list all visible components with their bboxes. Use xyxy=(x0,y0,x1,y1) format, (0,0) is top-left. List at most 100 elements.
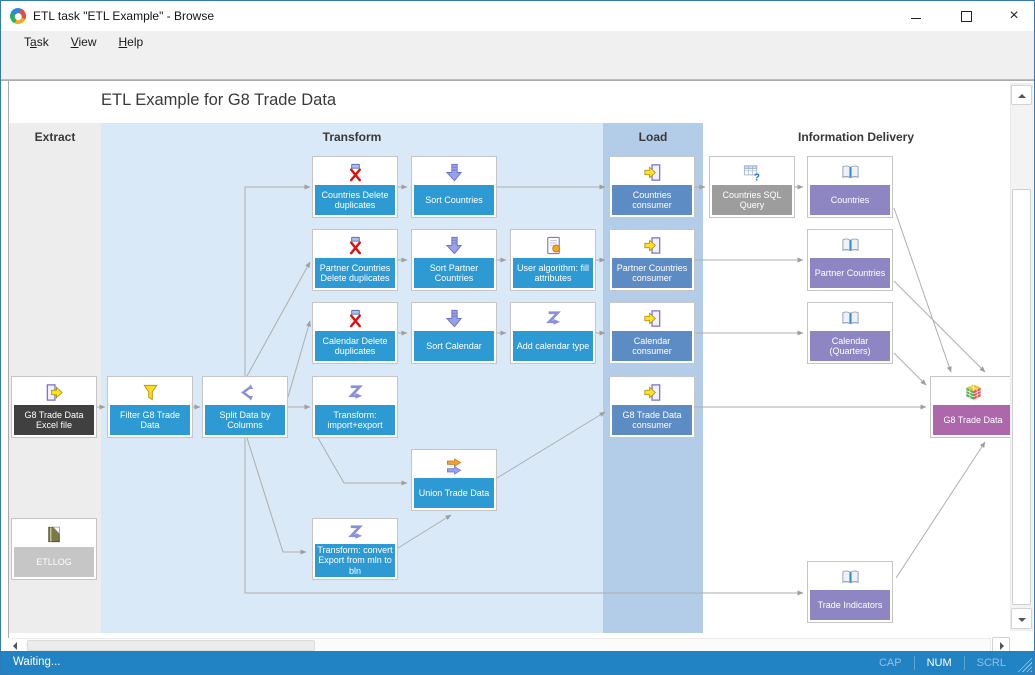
node-label-calendar-consumer: Calendar consumer xyxy=(612,331,692,361)
node-label-add-calendar-type: Add calendar type xyxy=(513,331,593,361)
indicator-scrl: SCRL xyxy=(976,656,1006,669)
resize-grip-icon[interactable] xyxy=(1017,657,1032,672)
union-icon xyxy=(414,452,494,478)
node-add-calendar-type[interactable]: Add calendar type xyxy=(510,302,596,364)
column-header-extract: Extract xyxy=(34,130,76,144)
vertical-scrollbar-thumb[interactable] xyxy=(1012,189,1031,605)
status-text: Waiting... xyxy=(13,656,61,668)
node-g8-trade-data[interactable]: G8 Trade Data xyxy=(930,376,1016,438)
indicator-num: NUM xyxy=(926,656,952,669)
node-label-split-data-by-columns: Split Data by Columns xyxy=(205,405,285,435)
canvas-border-top xyxy=(1,80,1034,81)
split-icon xyxy=(205,379,285,405)
sql-query-icon: ? xyxy=(712,159,792,185)
title-bar: ETL task "ETL Example" - Browse xyxy=(1,1,1034,31)
node-countries-delete-duplicates[interactable]: Countries Delete duplicates xyxy=(312,156,398,218)
book-icon xyxy=(810,305,890,331)
delete-duplicates-icon xyxy=(315,305,395,331)
node-label-g8-trade-data: G8 Trade Data xyxy=(933,405,1013,435)
node-label-g8-trade-data-excel-file: G8 Trade Data Excel file xyxy=(14,405,94,435)
transform-icon xyxy=(315,521,395,544)
cube-icon xyxy=(933,379,1013,405)
log-icon xyxy=(14,521,94,547)
node-label-partner-countries: Partner Countries xyxy=(810,258,890,288)
node-sort-calendar[interactable]: Sort Calendar xyxy=(411,302,497,364)
delete-duplicates-icon xyxy=(315,232,395,258)
node-label-trade-indicators: Trade Indicators xyxy=(810,590,890,620)
node-countries-sql-query[interactable]: ? Countries SQL Query xyxy=(709,156,795,218)
node-g8-trade-data-excel-file[interactable]: G8 Trade Data Excel file xyxy=(11,376,97,438)
user-algorithm-icon xyxy=(513,232,593,258)
node-split-data-by-columns[interactable]: Split Data by Columns xyxy=(202,376,288,438)
import-door-icon xyxy=(612,159,692,185)
app-icon xyxy=(7,5,29,27)
node-label-countries-consumer: Countries consumer xyxy=(612,185,692,215)
canvas-border-left xyxy=(8,81,9,638)
node-partner-countries-delete-duplicates[interactable]: Partner Countries Delete duplicates xyxy=(312,229,398,291)
svg-text:?: ? xyxy=(753,172,759,182)
sort-icon xyxy=(414,232,494,258)
node-label-sort-countries: Sort Countries xyxy=(414,185,494,215)
node-countries-consumer[interactable]: Countries consumer xyxy=(609,156,695,218)
horizontal-scrollbar-thumb[interactable] xyxy=(27,640,315,651)
diagram-title: ETL Example for G8 Trade Data xyxy=(101,91,337,109)
scroll-left-button[interactable] xyxy=(9,639,25,652)
column-header-load: Load xyxy=(638,130,668,144)
indicator-cap: CAP xyxy=(878,656,902,669)
minimize-button-icon[interactable] xyxy=(893,1,939,31)
book-icon xyxy=(810,159,890,185)
maximize-button-icon[interactable] xyxy=(943,1,989,31)
sort-icon xyxy=(414,159,494,185)
import-door-icon xyxy=(612,305,692,331)
node-label-sort-partner-countries: Sort Partner Countries xyxy=(414,258,494,288)
column-header-transform: Transform xyxy=(322,130,382,144)
node-partner-countries[interactable]: Partner Countries xyxy=(807,229,893,291)
node-calendar-consumer[interactable]: Calendar consumer xyxy=(609,302,695,364)
node-partner-countries-consumer[interactable]: Partner Countries consumer xyxy=(609,229,695,291)
scroll-down-button[interactable] xyxy=(1011,608,1032,629)
node-calendar-quarters[interactable]: Calendar (Quarters) xyxy=(807,302,893,364)
node-label-transform-convert-export: Transform: convert Export from mln to bl… xyxy=(315,543,395,577)
delete-duplicates-icon xyxy=(315,159,395,185)
node-label-transform-import-export: Transform: import+export xyxy=(315,405,395,435)
node-transform-import-export[interactable]: Transform: import+export xyxy=(312,376,398,438)
node-sort-partner-countries[interactable]: Sort Partner Countries xyxy=(411,229,497,291)
transform-icon xyxy=(513,305,593,331)
node-user-algorithm-fill-attributes[interactable]: User algorithm: fill attributes xyxy=(510,229,596,291)
node-calendar-delete-duplicates[interactable]: Calendar Delete duplicates xyxy=(312,302,398,364)
node-label-calendar-quarters: Calendar (Quarters) xyxy=(810,331,890,361)
node-union-trade-data[interactable]: Union Trade Data xyxy=(411,449,497,511)
node-countries[interactable]: Countries xyxy=(807,156,893,218)
sort-icon xyxy=(414,305,494,331)
node-label-g8-trade-data-consumer: G8 Trade Data consumer xyxy=(612,405,692,435)
window-title: ETL task "ETL Example" - Browse xyxy=(33,9,215,23)
status-bar: Waiting... CAP NUM SCRL xyxy=(1,651,1034,674)
node-label-user-algorithm-fill-attributes: User algorithm: fill attributes xyxy=(513,258,593,288)
node-trade-indicators[interactable]: Trade Indicators xyxy=(807,561,893,623)
node-label-filter-g8-trade-data: Filter G8 Trade Data xyxy=(110,405,190,435)
menu-item-help[interactable]: Help xyxy=(118,35,144,49)
node-filter-g8-trade-data[interactable]: Filter G8 Trade Data xyxy=(107,376,193,438)
close-button-icon[interactable]: × xyxy=(1009,7,1019,24)
import-door-icon xyxy=(612,232,692,258)
status-divider xyxy=(963,655,965,670)
toolbar xyxy=(1,53,1034,80)
node-etllog[interactable]: ETLLOG xyxy=(11,518,97,580)
menu-bar: Task View Help xyxy=(1,31,1034,53)
node-sort-countries[interactable]: Sort Countries xyxy=(411,156,497,218)
status-divider xyxy=(913,655,915,670)
node-g8-trade-data-consumer[interactable]: G8 Trade Data consumer xyxy=(609,376,695,438)
node-label-countries-sql-query: Countries SQL Query xyxy=(712,185,792,215)
node-label-union-trade-data: Union Trade Data xyxy=(414,478,494,508)
node-label-etllog: ETLLOG xyxy=(14,547,94,577)
import-door-icon xyxy=(612,379,692,405)
scroll-up-button[interactable] xyxy=(1011,85,1032,105)
node-label-sort-calendar: Sort Calendar xyxy=(414,331,494,361)
menu-item-task[interactable]: Task xyxy=(24,35,49,49)
node-label-partner-countries-delete-duplicates: Partner Countries Delete duplicates xyxy=(315,258,395,288)
node-label-calendar-delete-duplicates: Calendar Delete duplicates xyxy=(315,331,395,361)
status-indicators: CAP NUM SCRL xyxy=(877,651,1008,674)
menu-item-view[interactable]: View xyxy=(70,35,97,49)
node-transform-convert-export[interactable]: Transform: convert Export from mln to bl… xyxy=(312,518,398,580)
